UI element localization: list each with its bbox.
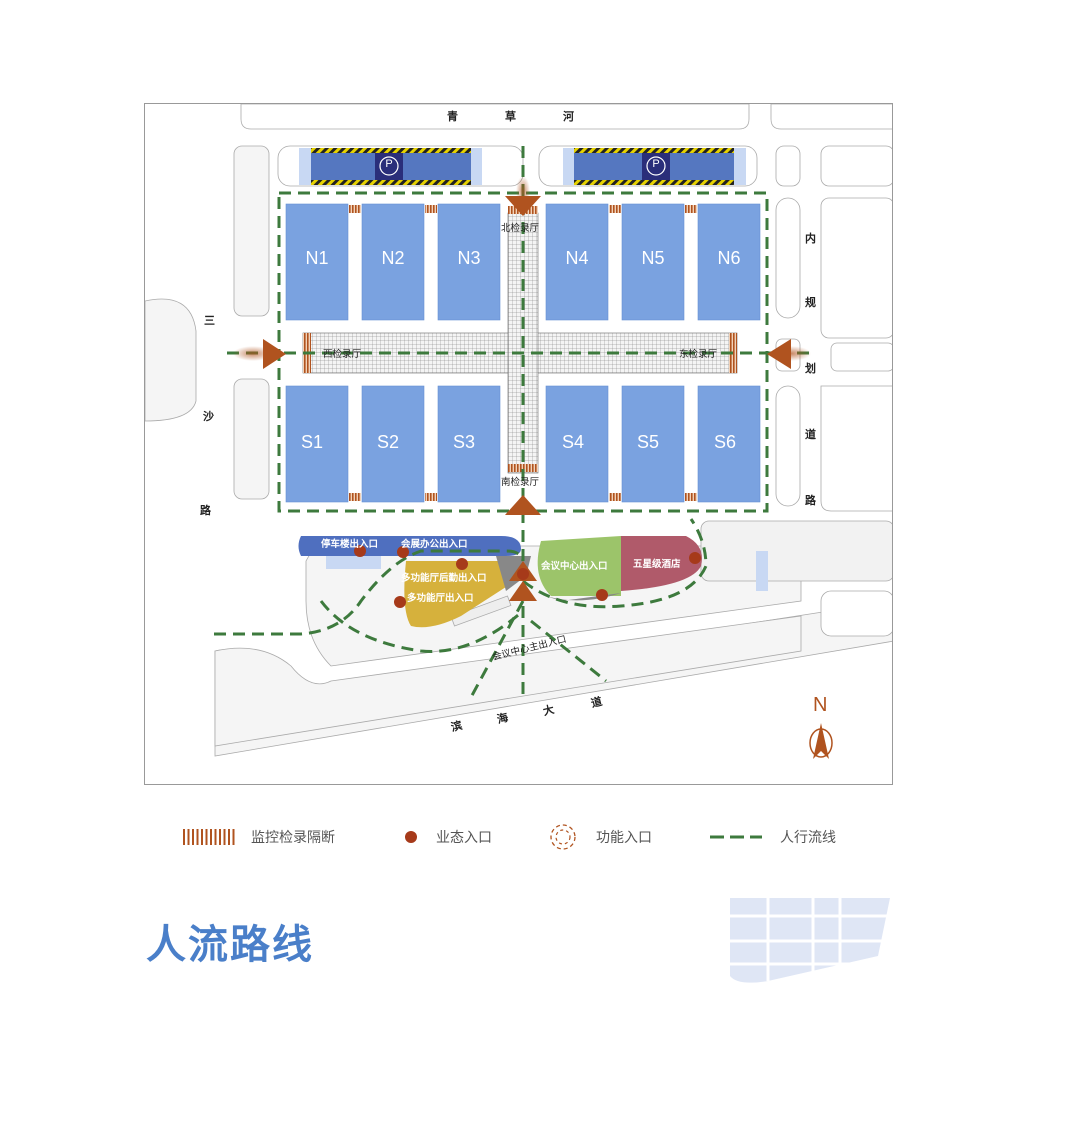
hall-n1[interactable]: N1 <box>305 248 329 268</box>
hotel-label: 五星级酒店 <box>633 559 681 570</box>
checkpoint-west: 西检录厅 <box>323 349 362 360</box>
hall-s5[interactable]: S5 <box>636 432 660 452</box>
hall-n5[interactable]: N5 <box>641 248 665 268</box>
road-label-east-4: 道 <box>805 428 816 441</box>
hall-s4[interactable]: S4 <box>561 432 585 452</box>
hall-s2[interactable]: S2 <box>376 432 400 452</box>
road-label-west-1: 三 <box>204 314 215 327</box>
dashed-circle-icon <box>550 824 576 850</box>
barrier-stripes-icon <box>183 829 237 845</box>
hall-n3[interactable]: N3 <box>457 248 481 268</box>
parking-north-west <box>299 148 482 185</box>
site-map: 青 草 河 三 沙 路 内 规 划 道 路 滨 海 大 道 P P N1 N2 … <box>144 103 893 785</box>
road-label-east-3: 划 <box>805 362 816 375</box>
checkpoint-south: 南检录厅 <box>501 477 540 488</box>
parking-entrance-label: 停车楼出入口 <box>321 539 379 550</box>
legend-label: 人行流线 <box>780 830 836 846</box>
page-title: 人流路线 <box>146 922 314 968</box>
office-entrance-label: 会展办公出入口 <box>401 539 468 550</box>
hall-n2[interactable]: N2 <box>381 248 405 268</box>
legend-item-pedestrian: 人行流线 <box>710 822 836 852</box>
dot-icon <box>405 831 417 843</box>
dashed-line-icon <box>710 835 762 839</box>
legend-item-function-entrance: 功能入口 <box>548 822 652 852</box>
road-label-north-1: 青 <box>447 110 458 123</box>
multi-hall-logistics-label: 多功能厅后勤出入口 <box>401 573 487 584</box>
road-label-west-2: 沙 <box>203 410 214 423</box>
conference-entrance-label: 会议中心出入口 <box>541 561 608 572</box>
hall-s6[interactable]: S6 <box>713 432 737 452</box>
parking-icon: P <box>385 158 393 170</box>
hall-s3[interactable]: S3 <box>452 432 476 452</box>
parking-icon: P <box>652 158 660 170</box>
road-label-east-2: 规 <box>805 296 816 309</box>
map-base-drawing <box>145 104 892 759</box>
mini-site-map-icon <box>728 896 890 983</box>
road-label-west-3: 路 <box>200 504 211 517</box>
compass-north-label: N <box>813 694 828 716</box>
road-label-east-1: 内 <box>805 232 816 245</box>
multi-hall-entrance-label: 多功能厅出入口 <box>407 593 474 604</box>
hall-n6[interactable]: N6 <box>717 248 741 268</box>
legend-label: 监控检录隔断 <box>251 830 335 846</box>
legend-item-barrier: 监控检录隔断 <box>183 822 335 852</box>
checkpoint-north: 北检录厅 <box>501 223 540 234</box>
hall-n4[interactable]: N4 <box>565 248 589 268</box>
legend-label: 功能入口 <box>596 830 652 846</box>
checkpoint-east: 东检录厅 <box>679 349 718 360</box>
road-label-north-3: 河 <box>563 110 574 123</box>
compass-needle <box>809 723 833 759</box>
hall-s1[interactable]: S1 <box>300 432 324 452</box>
road-label-north-2: 草 <box>505 110 516 123</box>
parking-north-east <box>563 148 746 185</box>
legend-item-dot: 业态入口 <box>404 822 492 852</box>
road-label-east-5: 路 <box>805 494 816 507</box>
legend-label: 业态入口 <box>436 830 492 846</box>
